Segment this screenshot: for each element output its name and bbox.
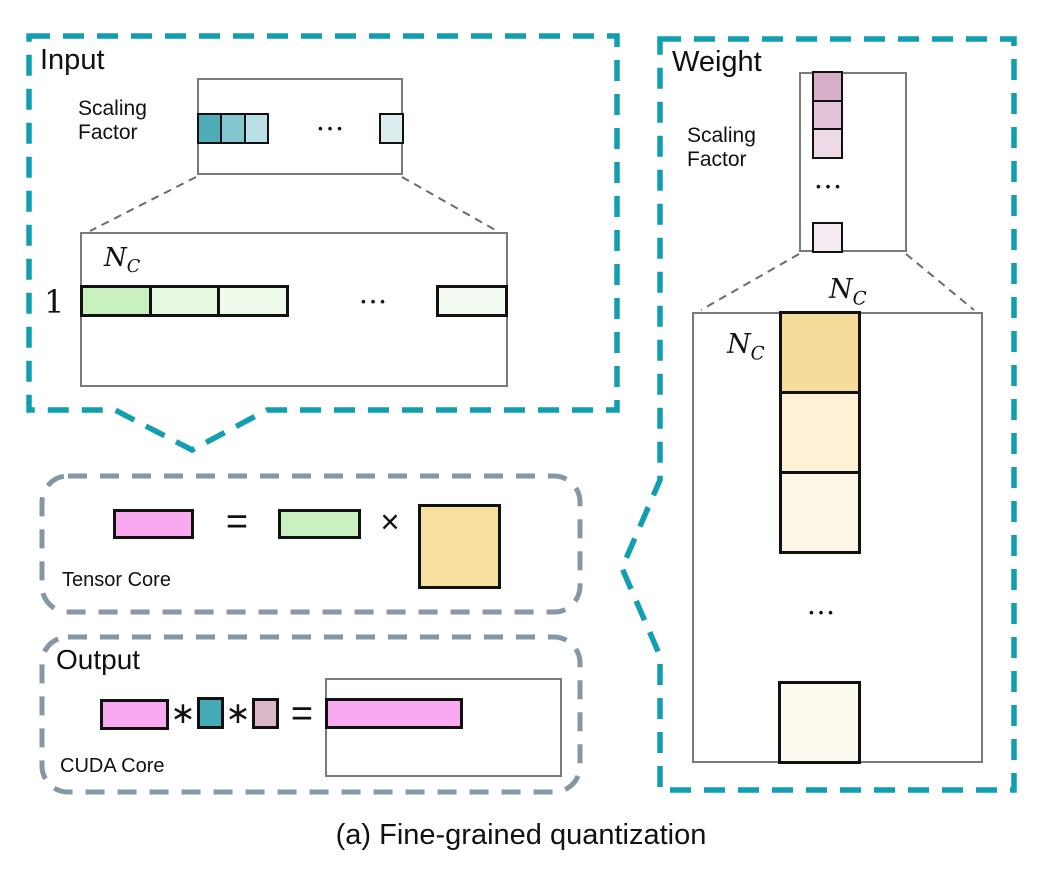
nc-sub: C — [126, 257, 141, 278]
nc-base: N — [727, 329, 751, 360]
tensor-times-sign: × — [380, 503, 400, 540]
output-input-scale-square — [197, 697, 224, 729]
input-matrix-cell-4 — [436, 285, 508, 317]
tensor-core-outline — [39, 473, 583, 615]
weight-matrix-cell-2 — [782, 391, 858, 471]
weight-scaling-cell-group — [812, 71, 843, 159]
input-scaling-cell-4 — [379, 113, 404, 144]
nc-sub: C — [750, 343, 765, 365]
tensor-weight-square — [418, 504, 501, 589]
weight-matrix-top-label: NC — [829, 274, 867, 309]
input-matrix-cell-3 — [217, 288, 287, 314]
weight-matrix-cell-group — [779, 311, 861, 554]
weight-title: Weight — [672, 46, 762, 78]
input-scaling-cell-group — [197, 113, 269, 144]
tensor-input-rect — [278, 509, 361, 539]
weight-matrix-cell-4 — [778, 681, 861, 764]
input-scaling-line2: Factor — [78, 121, 138, 145]
input-scaling-line1: Scaling — [78, 97, 147, 120]
input-matrix-cell-2 — [148, 288, 218, 314]
output-equals-sign: = — [290, 692, 314, 735]
output-title: Output — [56, 644, 141, 675]
weight-matrix-ellipsis-icon: ••• — [809, 605, 838, 620]
tensor-core-label: Tensor Core — [62, 569, 171, 591]
input-zoom-line-left — [89, 176, 197, 232]
input-matrix-cell-1 — [83, 288, 149, 314]
cuda-core-label: CUDA Core — [60, 755, 165, 777]
input-matrix-cell-group — [80, 285, 289, 317]
weight-region-outline — [619, 36, 1017, 793]
input-region-outline — [26, 33, 620, 454]
output-star-1: ∗ — [170, 696, 196, 730]
weight-scaling-cell-1 — [814, 73, 841, 100]
tensor-result-rect — [113, 509, 194, 539]
tensor-equals-sign: = — [225, 500, 249, 543]
weight-scaling-line1: Scaling — [687, 124, 756, 147]
weight-scaling-ellipsis-icon: ••• — [816, 178, 845, 194]
input-scaling-cell-3 — [243, 115, 267, 142]
output-result-rect — [100, 699, 169, 730]
output-final-rect — [325, 698, 463, 729]
nc-base: N — [829, 274, 853, 305]
input-scaling-cell-2 — [220, 115, 244, 142]
nc-sub: C — [852, 288, 867, 310]
weight-scaling-cell-3 — [814, 128, 841, 158]
figure-caption: (a) Fine-grained quantization — [335, 819, 707, 851]
weight-scaling-cell-4 — [812, 222, 843, 253]
weight-scaling-line2: Factor — [687, 148, 747, 172]
output-outline — [39, 634, 583, 795]
output-weight-scale-square — [252, 698, 279, 729]
weight-zoom-line-right — [905, 253, 975, 311]
input-matrix-col-label: NC — [104, 243, 140, 277]
weight-matrix-cell-1 — [782, 314, 858, 391]
input-scaling-ellipsis-icon: ••• — [318, 121, 347, 136]
input-title: Input — [40, 44, 105, 76]
input-matrix-row-label: 1 — [44, 283, 65, 321]
weight-matrix-side-label: NC — [727, 329, 765, 364]
input-zoom-line-right — [401, 176, 498, 232]
weight-scaling-cell-2 — [814, 99, 841, 129]
input-matrix-ellipsis-icon: ••• — [361, 293, 390, 309]
weight-matrix-cell-3 — [782, 471, 858, 551]
weight-zoom-line-left — [700, 253, 800, 311]
output-star-2: ∗ — [225, 696, 251, 730]
nc-base: N — [104, 243, 127, 273]
input-scaling-cell-1 — [199, 115, 221, 142]
